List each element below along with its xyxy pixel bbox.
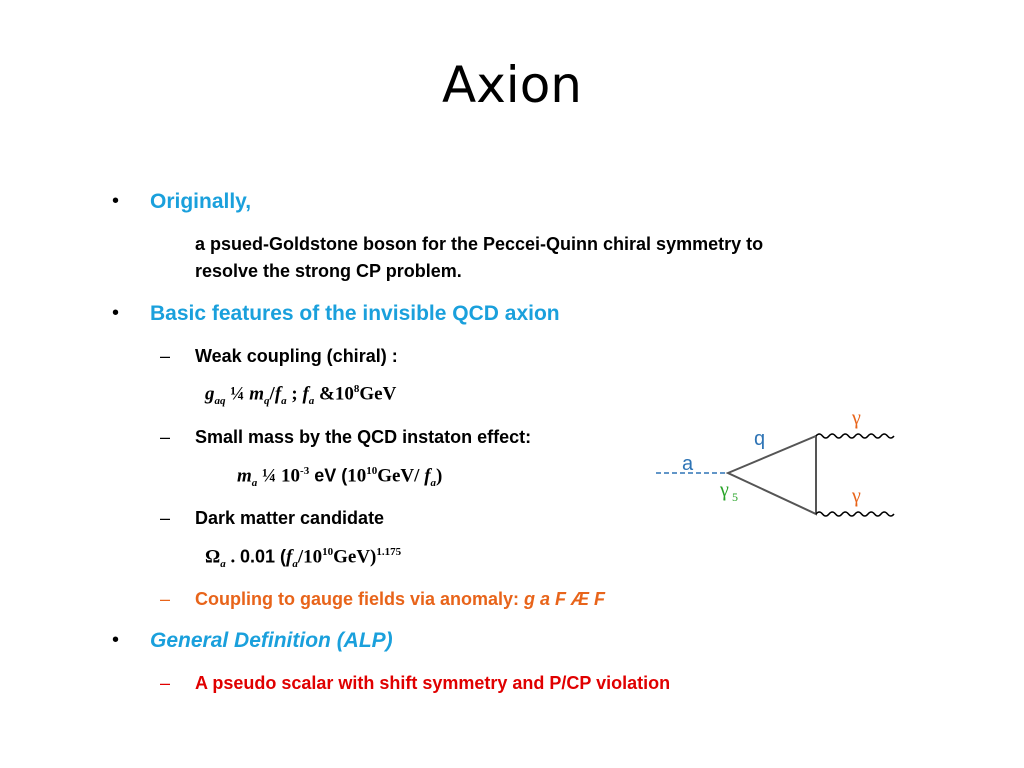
dash-marker: –	[160, 589, 171, 609]
photon-wavy-line-top	[815, 433, 895, 439]
bullet-dot: •	[112, 190, 120, 212]
slide-title: Axion	[442, 56, 582, 114]
dash-marker: –	[160, 673, 171, 693]
photon-wavy-line-bottom	[815, 511, 895, 517]
label-gamma-bottom: γ	[851, 485, 861, 507]
originally-label: Originally,	[150, 190, 252, 213]
bullet-dot: •	[112, 302, 120, 324]
weak-coupling-text: Weak coupling (chiral) :	[195, 346, 398, 366]
label-gamma5-subscript: 5	[732, 490, 738, 504]
coupling-expression: g a F Æ F	[524, 589, 606, 609]
label-gamma5: γ	[719, 479, 729, 501]
originally-text-line1: a psued-Goldstone boson for the Peccei-Q…	[195, 234, 764, 254]
basic-features-label: Basic features of the invisible QCD axio…	[150, 302, 560, 325]
feynman-triangle-diagram: a q γ γ γ 5	[656, 407, 895, 517]
general-definition-label: General Definition (ALP)	[150, 629, 393, 652]
pseudo-scalar-text: A pseudo scalar with shift symmetry and …	[195, 673, 671, 693]
equation-mass: ma ¼ 10-3 eV (1010GeV/ fa)	[237, 465, 443, 490]
dash-marker: –	[160, 427, 171, 447]
dash-marker: –	[160, 346, 171, 366]
dark-matter-text: Dark matter candidate	[195, 508, 385, 528]
label-gamma-top: γ	[851, 407, 861, 429]
bullet-dot: •	[112, 629, 120, 651]
quark-loop-triangle	[725, 434, 817, 516]
equation-relic-density: Ωa . 0.01 (fa/1010GeV)1.175	[205, 546, 402, 571]
label-q: q	[754, 428, 765, 450]
small-mass-text: Small mass by the QCD instaton effect:	[195, 427, 532, 447]
equation-coupling: gaq ¼ mq/fa ; fa &108GeV	[205, 383, 397, 408]
label-a: a	[682, 453, 694, 475]
dash-marker: –	[160, 508, 171, 528]
coupling-gauge-text: Coupling to gauge fields via anomaly: g …	[195, 589, 606, 609]
originally-text-line2: resolve the strong CP problem.	[195, 261, 462, 281]
